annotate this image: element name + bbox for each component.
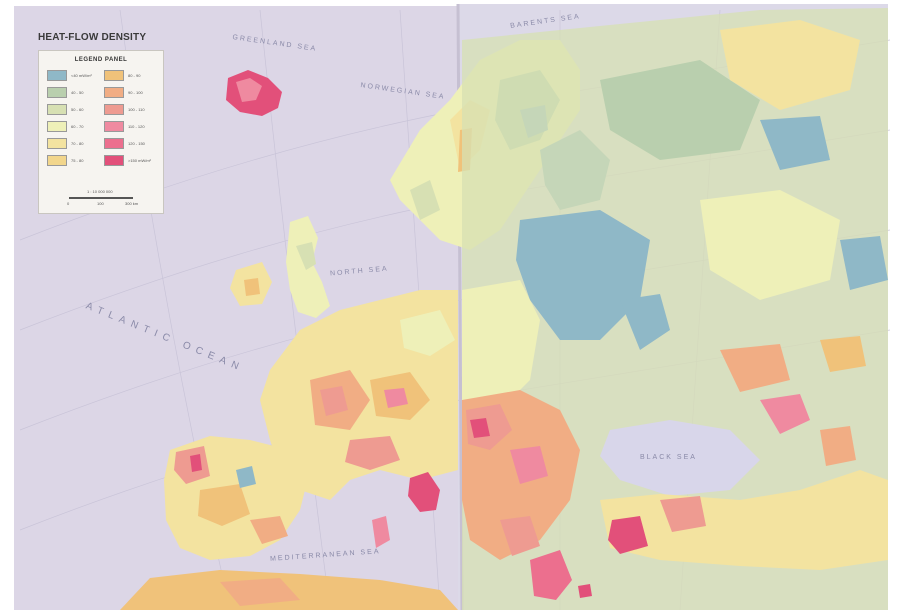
- greece-region: [530, 550, 592, 600]
- legend-item: 70 - 80: [47, 137, 98, 149]
- legend-label: 60 - 70: [71, 123, 84, 129]
- italy-west-region: [372, 472, 440, 548]
- legend-panel: LEGEND PANEL <40 mW/m² 80 - 90 40 - 50 90 -…: [38, 50, 164, 214]
- legend-swatch: [104, 154, 124, 166]
- legend-label: <40 mW/m²: [71, 72, 92, 78]
- scale-text: 1 : 10 000 000: [87, 189, 113, 194]
- legend-swatch: [104, 120, 124, 132]
- legend-swatch: [104, 69, 124, 81]
- balkans-region: [462, 390, 580, 560]
- legend-item: 100 - 110: [104, 103, 155, 115]
- legend-label: 90 - 100: [128, 89, 143, 95]
- iceland-region: [226, 70, 282, 116]
- legend-label: 70 - 80: [71, 140, 84, 146]
- scale-tick-0: 0: [67, 201, 70, 206]
- scale-bar: [69, 197, 133, 199]
- legend-item: 120 - 150: [104, 137, 155, 149]
- legend-item: <40 mW/m²: [47, 69, 98, 81]
- legend-item: 75 - 80: [47, 154, 98, 166]
- legend-label: 100 - 110: [128, 106, 145, 112]
- legend-swatch: [104, 86, 124, 98]
- legend-swatch: [47, 154, 67, 166]
- legend-swatch: [47, 103, 67, 115]
- legend-label: 50 - 60: [71, 106, 84, 112]
- legend-item: 60 - 70: [47, 120, 98, 132]
- legend-swatch: [47, 86, 67, 98]
- map-title: HEAT-FLOW DENSITY: [38, 32, 147, 43]
- legend-swatch: [47, 137, 67, 149]
- anatolia-region: [600, 336, 888, 570]
- legend-item: 110 - 120: [104, 120, 155, 132]
- legend-title: LEGEND PANEL: [74, 57, 128, 63]
- legend-swatch: [47, 69, 67, 81]
- legend-label: >150 mW/m²: [128, 157, 152, 163]
- legend-item: >150 mW/m²: [104, 154, 155, 166]
- legend-item: 40 - 50: [47, 86, 98, 98]
- black-sea-water: [600, 420, 760, 496]
- legend-label: 120 - 150: [128, 140, 145, 146]
- legend-item: 80 - 90: [104, 69, 155, 81]
- iberia-region: [164, 436, 310, 560]
- legend-item: 50 - 60: [47, 103, 98, 115]
- black-sea-label: BLACK SEA: [640, 454, 697, 461]
- legend-label: 80 - 90: [128, 72, 141, 78]
- scale-tick-2: 300 km: [125, 201, 139, 206]
- scale-tick-1: 100: [97, 201, 104, 206]
- legend-grid: <40 mW/m² 80 - 90 40 - 50 90 - 100 50 - 60 10…: [39, 63, 163, 166]
- legend-item: 90 - 100: [104, 86, 155, 98]
- legend-swatch: [104, 137, 124, 149]
- western-europe-region: [260, 290, 458, 500]
- legend-swatch: [47, 120, 67, 132]
- british-isles-region: [230, 216, 330, 318]
- legend-label: 110 - 120: [128, 123, 145, 129]
- legend-label: 40 - 50: [71, 89, 84, 95]
- legend-label: 75 - 80: [71, 157, 84, 163]
- legend-swatch: [104, 103, 124, 115]
- north-africa-region: [120, 570, 458, 610]
